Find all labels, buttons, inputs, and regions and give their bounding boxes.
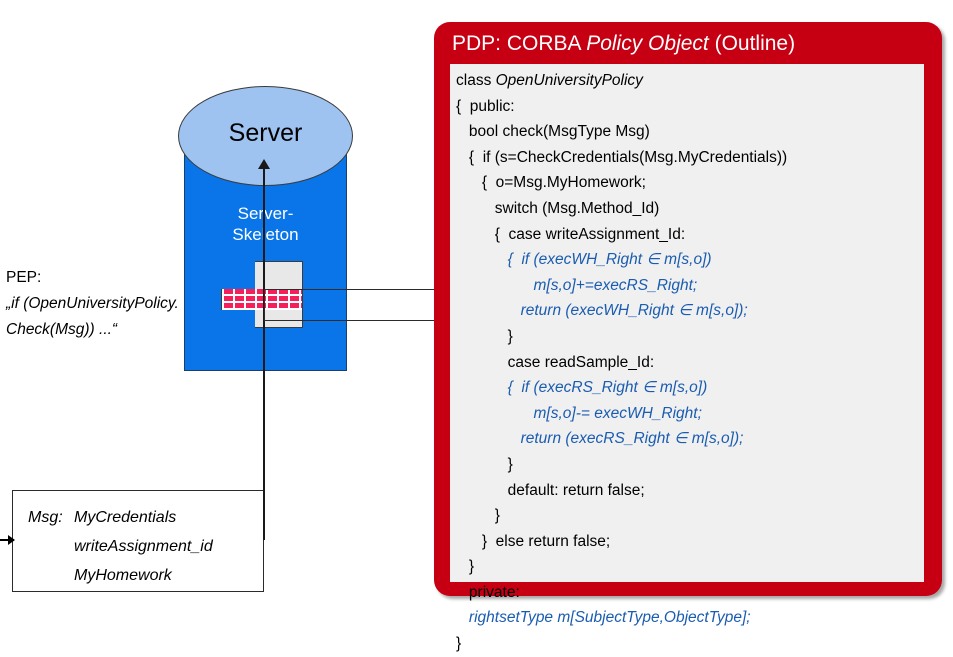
pep-code-line-1: „if (OpenUniversityPolicy. [6,295,179,312]
code-token: private: [456,583,520,601]
message-flow-arrowhead-icon [258,159,270,169]
code-token: { case writeAssignment_Id: [456,225,686,243]
code-line: } [456,503,924,529]
code-token: case readSample_Id: [456,353,655,371]
pdp-code-listing: class OpenUniversityPolicy { public: bool… [456,68,924,657]
code-line: m[s,o]+=execRS_Right; [456,273,924,299]
pep-annotation: PEP: „if (OpenUniversityPolicy. Check(Ms… [6,265,221,343]
code-line: bool check(MsgType Msg) [456,119,924,145]
code-token: default: return false; [456,481,645,499]
firewall-brick-wall-icon [222,289,302,310]
code-line: return (execRS_Right ∈ m[s,o]); [456,426,924,452]
pdp-code-panel [450,64,924,582]
code-token: { if (execWH_Right ∈ m[s,o]) [456,251,712,269]
msg-row: Msg: MyCredentials [28,503,268,532]
code-line: { case writeAssignment_Id: [456,222,924,248]
code-line: } [456,452,924,478]
code-line: } [456,554,924,580]
pdp-panel-title: PDP: CORBA Policy Object (Outline) [452,32,932,56]
message-flow-line [263,165,265,540]
server-skeleton-label: Server- Skeleton [184,203,347,245]
server-cylinder-top-ellipse [178,86,353,186]
msg-row: writeAssignment_id [28,532,268,561]
pdp-title-suffix: (Outline) [708,32,796,55]
code-token-italic: OpenUniversityPolicy [495,72,643,89]
server-skeleton-label-line2: Skeleton [232,225,299,244]
code-line: return (execWH_Right ∈ m[s,o]); [456,298,924,324]
msg-box [12,490,264,592]
code-token: { public: [456,97,515,115]
code-token: { o=Msg.MyHomework; [456,174,646,192]
pep-title: PEP: [6,269,42,286]
code-token: { if (execRS_Right ∈ m[s,o]) [456,379,708,397]
code-token: m[s,o]-= execWH_Right; [456,404,702,422]
code-line: class OpenUniversityPolicy [456,68,924,94]
code-line: } [456,324,924,350]
code-token: } [456,558,475,576]
pep-code-line-2: Check(Msg)) ...“ [6,321,118,338]
msg-row: MyHomework [28,561,268,590]
code-token: m[s,o]+=execRS_Right; [456,276,698,294]
msg-field-value: MyCredentials [74,509,177,526]
msg-field-value: writeAssignment_id [74,538,213,555]
msg-box-contents: Msg: MyCredentials writeAssignment_id MyH… [28,503,268,590]
msg-label: Msg: [28,509,63,526]
code-line: { if (execRS_Right ∈ m[s,o]) [456,375,924,401]
code-line: { o=Msg.MyHomework; [456,170,924,196]
code-line: rightsetType m[SubjectType,ObjectType]; [456,605,924,631]
code-line: { if (execWH_Right ∈ m[s,o]) [456,247,924,273]
code-token: { if (s=CheckCredentials(Msg.MyCredentia… [456,148,788,166]
code-token: } [456,327,513,345]
firewall-notch-top [221,261,255,289]
message-flow-line-stub [263,538,265,540]
code-line: m[s,o]-= execWH_Right; [456,401,924,427]
code-token: rightsetType m[SubjectType,ObjectType]; [456,609,751,627]
code-line: } [456,631,924,657]
pdp-title-prefix: PDP: CORBA [452,32,587,55]
code-token: bool check(MsgType Msg) [456,123,650,141]
code-token: switch (Msg.Method_Id) [456,199,660,217]
pdp-title-emphasis: Policy Object [586,32,709,55]
server-skeleton-label-line1: Server- [237,204,294,223]
firewall-notch-bottom [221,310,255,329]
code-token: } [456,635,462,653]
code-token: } else return false; [456,532,611,550]
server-label: Server [228,119,303,147]
code-token: } [456,507,500,525]
code-token: return (execRS_Right ∈ m[s,o]); [456,430,744,448]
code-token: return (execWH_Right ∈ m[s,o]); [456,302,748,320]
incoming-message-arrow-icon [0,535,15,545]
code-line: private: [456,580,924,606]
code-line: switch (Msg.Method_Id) [456,196,924,222]
code-line: default: return false; [456,478,924,504]
code-line: } else return false; [456,529,924,555]
msg-field-value: MyHomework [74,567,172,584]
code-line: case readSample_Id: [456,350,924,376]
code-line: { if (s=CheckCredentials(Msg.MyCredentia… [456,145,924,171]
code-token: } [456,455,513,473]
code-token: class [456,72,496,89]
code-line: { public: [456,94,924,120]
